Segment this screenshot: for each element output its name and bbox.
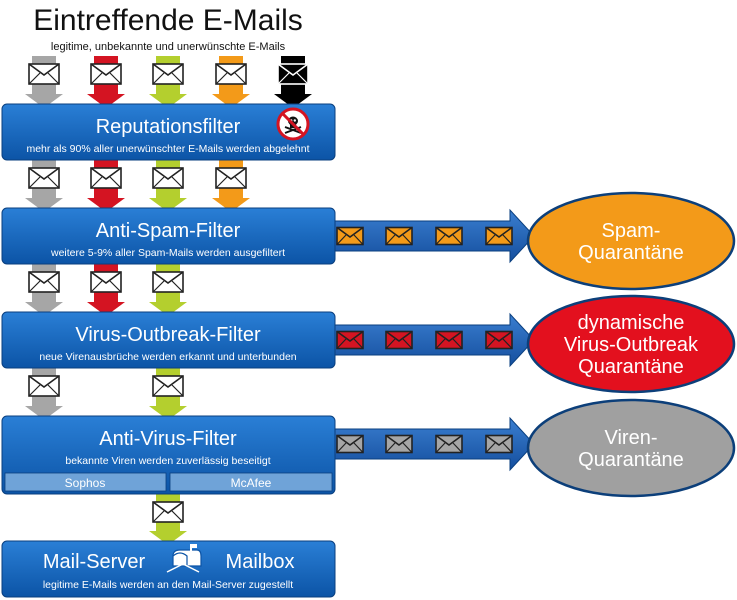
filter-title: Anti-Spam-Filter <box>96 220 241 242</box>
quarantine-flow-arrow <box>329 416 535 472</box>
envelope-icon <box>435 330 463 350</box>
envelope-icon <box>152 63 184 85</box>
skull-crossbones-prohibited-icon <box>276 107 310 141</box>
filter-box-virus-outbreak: Virus-Outbreak-Filter neue Virenausbrüch… <box>1 311 336 369</box>
down-arrow <box>212 160 250 212</box>
filter-desc: bekannte Viren werden zuverlässig beseit… <box>65 455 270 467</box>
quarantine-label-line: dynamische <box>578 312 685 334</box>
mailbox-label: Mailbox <box>226 551 295 573</box>
mail-server-label: Mail-Server <box>43 551 146 573</box>
envelope-icon <box>215 167 247 189</box>
envelope-icon <box>152 167 184 189</box>
envelope-icon <box>28 63 60 85</box>
envelope-icon <box>152 375 184 397</box>
filter-box-anti-virus: Anti-Virus-Filter bekannte Viren werden … <box>1 415 336 495</box>
quarantine-spam: Spam-Quarantäne <box>526 191 736 291</box>
down-arrow <box>149 56 187 108</box>
envelope-icon <box>90 271 122 293</box>
down-arrow <box>149 494 187 545</box>
envelope-icon <box>152 501 184 523</box>
mailbox-icon <box>166 544 202 573</box>
filter-desc: weitere 5-9% aller Spam-Mails werden aus… <box>50 247 285 259</box>
envelope-icon <box>90 167 122 189</box>
down-arrow <box>149 264 187 316</box>
envelope-icon <box>385 226 413 246</box>
down-arrow <box>25 160 63 212</box>
engine-sophos <box>4 472 167 492</box>
envelope-icon <box>435 434 463 454</box>
filter-box-reputation: Reputationsfilter mehr als 90% aller une… <box>1 103 336 161</box>
quarantine-flow-arrow <box>329 312 535 368</box>
down-arrow <box>87 56 125 108</box>
quarantine-label-line: Quarantäne <box>578 449 684 471</box>
envelope-icon <box>485 434 513 454</box>
quarantine-label-line: Spam- <box>602 220 661 242</box>
down-arrow <box>25 56 63 108</box>
quarantine-flow-arrow <box>329 208 535 264</box>
envelope-icon <box>435 226 463 246</box>
filter-desc: mehr als 90% aller unerwünschter E-Mails… <box>26 143 309 155</box>
envelope-icon <box>152 271 184 293</box>
mail-server-box: Mail-Server Mailbox legitime E-Mails wer… <box>1 540 336 598</box>
envelope-icon <box>385 330 413 350</box>
envelope-icon <box>90 63 122 85</box>
mail-server-desc: legitime E-Mails werden an den Mail-Serv… <box>43 579 293 591</box>
engine-label: McAfee <box>231 476 272 490</box>
envelope-icon <box>485 330 513 350</box>
envelope-icon <box>28 271 60 293</box>
envelope-icon <box>336 434 364 454</box>
envelope-icon <box>485 226 513 246</box>
quarantine-label-line: Quarantäne <box>578 356 684 378</box>
quarantine-label-line: Quarantäne <box>578 242 684 264</box>
page-subtitle: legitime, unbekannte und unerwünschte E-… <box>51 41 286 53</box>
filter-title: Reputationsfilter <box>96 116 241 138</box>
envelope-icon <box>215 63 247 85</box>
engine-label: Sophos <box>65 476 106 490</box>
down-arrow <box>87 160 125 212</box>
down-arrow <box>25 368 63 420</box>
down-arrow <box>149 368 187 420</box>
filter-desc: neue Virenausbrüche werden erkannt und u… <box>39 351 296 363</box>
down-arrow <box>274 56 312 108</box>
engine-mcafee <box>169 472 333 492</box>
filter-box-anti-spam: Anti-Spam-Filter weitere 5-9% aller Spam… <box>1 207 336 265</box>
quarantine-viren: Viren-Quarantäne <box>526 398 736 498</box>
down-arrow <box>87 264 125 316</box>
envelope-icon <box>277 63 309 85</box>
envelope-icon <box>385 434 413 454</box>
down-arrow <box>149 160 187 212</box>
filter-title: Virus-Outbreak-Filter <box>75 324 261 346</box>
down-arrow <box>25 264 63 316</box>
envelope-icon <box>336 330 364 350</box>
quarantine-label-line: Virus-Outbreak <box>564 334 699 356</box>
envelope-icon <box>28 375 60 397</box>
down-arrow <box>212 56 250 108</box>
envelope-icon <box>336 226 364 246</box>
quarantine-label-line: Viren- <box>605 427 658 449</box>
filter-title: Anti-Virus-Filter <box>99 428 237 450</box>
envelope-icon <box>28 167 60 189</box>
page-title: Eintreffende E-Mails <box>33 4 303 37</box>
